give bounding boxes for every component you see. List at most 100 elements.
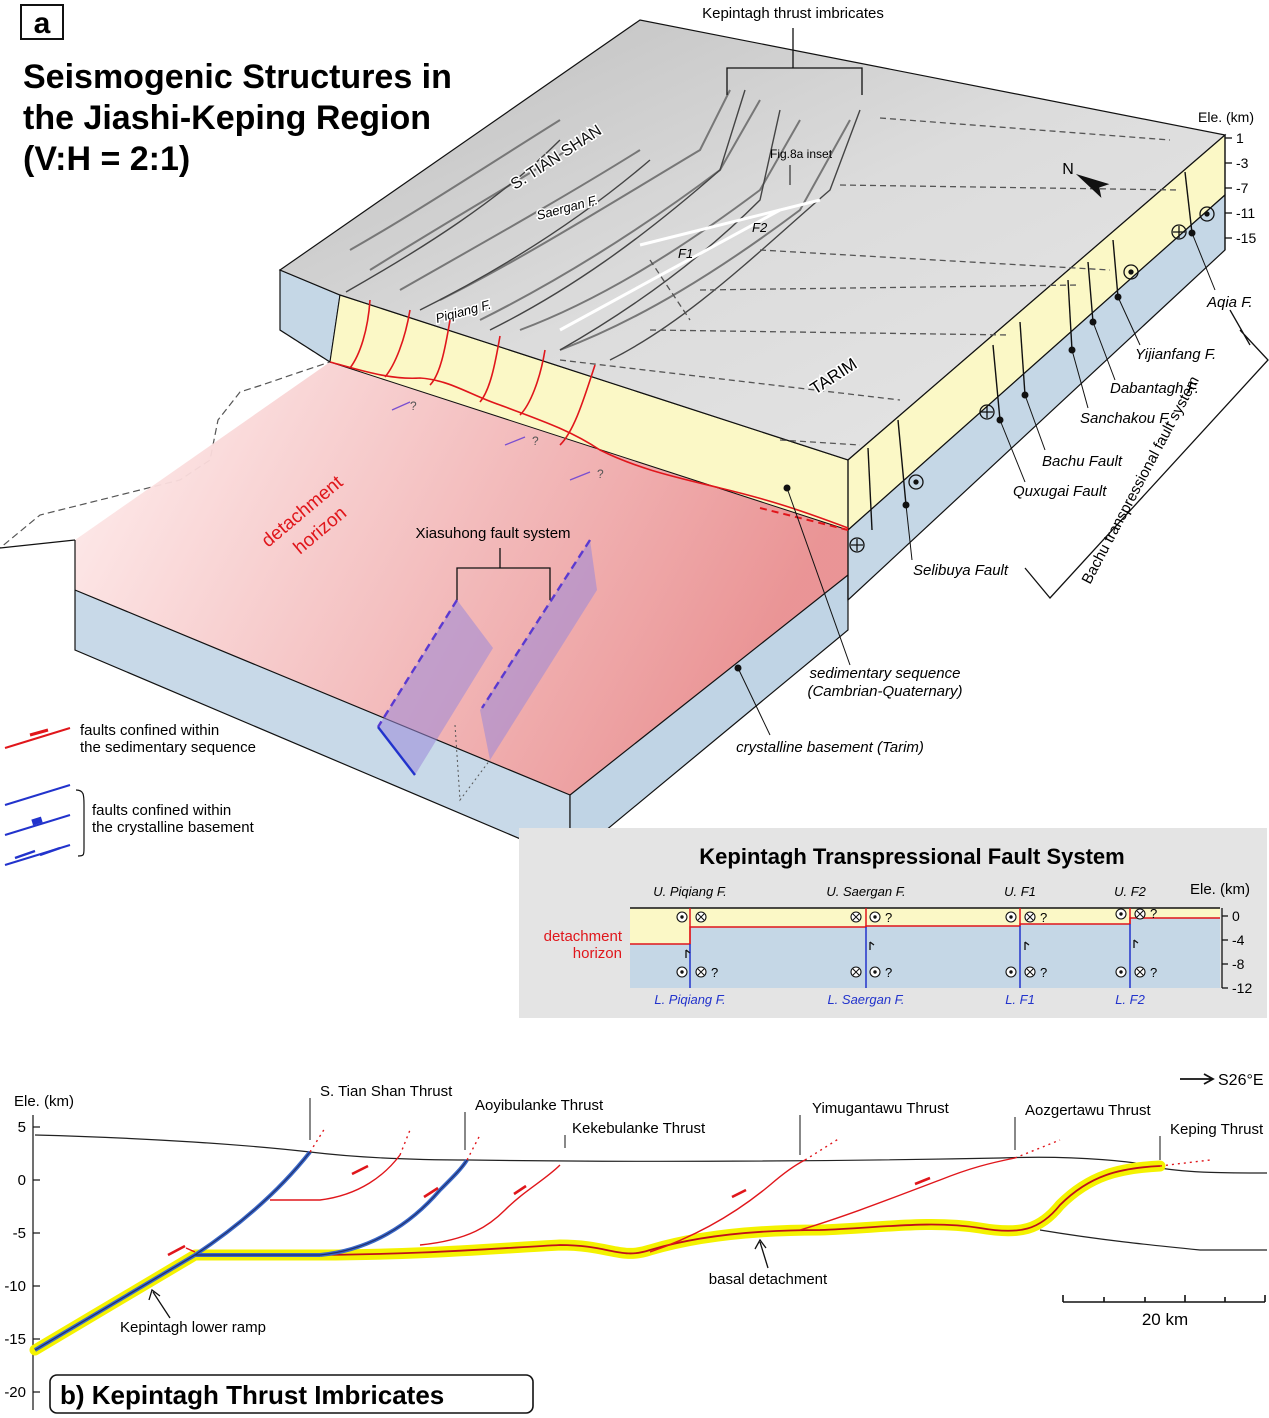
sanchakou-label: Sanchakou F. xyxy=(1080,410,1171,427)
panel-a-title-line-1: Seismogenic Structures in xyxy=(23,58,452,96)
ele-tick-3: -7 xyxy=(1236,180,1249,196)
sedimentary-label-2: (Cambrian-Quaternary) xyxy=(807,683,962,700)
f1-label: F1 xyxy=(678,246,693,261)
legend-blue-line-2: the crystalline basement xyxy=(92,819,255,836)
ele-axis-title: Ele. (km) xyxy=(1198,109,1254,125)
inset-tick-8: -8 xyxy=(1232,956,1245,972)
f2-line xyxy=(639,198,821,247)
sedimentary-leader xyxy=(786,487,851,666)
legend-red-fault-icon xyxy=(4,727,71,749)
b-tick-m10: -10 xyxy=(4,1278,26,1295)
inset-q-7: ? xyxy=(1150,965,1157,980)
bachu-fault-label: Bachu Fault xyxy=(1042,453,1123,470)
fault-pointer-dots xyxy=(734,229,1196,672)
b-detachment-red xyxy=(299,1165,1161,1256)
inset-kepintagh: Kepintagh Transpressional Fault System xyxy=(519,828,1267,1018)
b-tick-5: 5 xyxy=(18,1119,26,1136)
surface-dashed-faults xyxy=(559,117,1181,446)
detachment-q-3: ? xyxy=(597,467,604,481)
inset-tick-4: -4 xyxy=(1232,932,1245,948)
kepintagh-bracket xyxy=(726,28,863,95)
f1-line xyxy=(559,208,781,332)
xiasuhong-dashed-1 xyxy=(376,599,459,728)
inset-detachment-2: horizon xyxy=(573,945,622,962)
panel-b: Ele. (km) 5 0 -5 -10 -15 -20 xyxy=(4,1072,1268,1414)
b-thrust-label-4: Yimugantawu Thrust xyxy=(812,1100,950,1117)
panel-a-title-line-3: (V:H = 2:1) xyxy=(23,140,190,178)
b-ramp-label: Kepintagh lower ramp xyxy=(120,1319,266,1336)
ele-tick-4: -11 xyxy=(1236,205,1255,221)
panel-a-letter-box xyxy=(20,4,64,40)
strike-slip-symbols xyxy=(849,206,1215,553)
inset-upper-faults xyxy=(689,908,1131,944)
north-arrow-icon: N xyxy=(1062,161,1110,198)
xiasuhong-label: Xiasuhong fault system xyxy=(415,525,570,542)
inset-upper-label-2: U. Saergan F. xyxy=(826,884,905,899)
b-scale-label: 20 km xyxy=(1142,1310,1188,1329)
panel-a: a Seismogenic Structures in the Jiashi-K… xyxy=(0,4,1269,866)
b-title-box xyxy=(49,1374,534,1414)
inset-q-4: ? xyxy=(711,965,718,980)
detachment-plane xyxy=(75,362,848,795)
b-topography xyxy=(34,1134,1268,1174)
inset-q-2: ? xyxy=(1040,910,1047,925)
inset-tick-0: 0 xyxy=(1232,908,1240,924)
b-direction-label: S26°E xyxy=(1218,1072,1264,1089)
fig8a-inset-label: Fig.8a inset xyxy=(770,147,833,161)
kepintagh-imbricates-label: Kepintagh thrust imbricates xyxy=(702,5,884,22)
inset-q-1: ? xyxy=(885,910,892,925)
b-red-dotted-tips xyxy=(309,1127,1211,1167)
sediment-red-faults xyxy=(329,299,849,529)
bachu-faults xyxy=(867,171,1193,531)
b-ramp-leader-icon xyxy=(148,1288,171,1319)
b-basal-leader-icon xyxy=(754,1238,769,1269)
b-basal-label: basal detachment xyxy=(709,1271,828,1288)
legend-blue-fault-2-icon xyxy=(4,814,71,836)
b-tick-m15: -15 xyxy=(4,1331,26,1348)
xiasuhong-plane-2 xyxy=(480,540,597,760)
xiasuhong-dotted xyxy=(454,724,491,802)
bachu-system-bracket xyxy=(1024,309,1269,599)
xiasuhong-plane-1 xyxy=(378,600,493,775)
f2-label: F2 xyxy=(752,220,768,235)
quxugai-label: Quxugai Fault xyxy=(1013,483,1107,500)
bachu-system-label: Bachu transpressional fault system xyxy=(1079,374,1203,587)
ele-tick-1: 1 xyxy=(1236,130,1244,146)
legend: faults confined within the sedimentary s… xyxy=(4,722,256,866)
b-tick-0: 0 xyxy=(18,1172,26,1189)
b-axis-ticks xyxy=(33,1126,40,1393)
detachment-purple-marks xyxy=(391,401,591,481)
inset-dot-centers xyxy=(680,912,1123,974)
aqia-label: Aqia F. xyxy=(1206,294,1253,311)
legend-blue-strikeslip-icon xyxy=(14,846,61,860)
legend-blue-fault-1-icon xyxy=(4,784,71,806)
inset-upper-label-1: U. Piqiang F. xyxy=(653,884,726,899)
legend-red-line-1: faults confined within xyxy=(80,722,219,739)
detachment-q-1: ? xyxy=(410,399,417,413)
inset-lower-faults xyxy=(689,924,1131,988)
inset-lower-label-3: L. F1 xyxy=(1005,992,1035,1007)
north-letter-icon: N xyxy=(1062,161,1074,178)
inset-upper-label-3: U. F1 xyxy=(1004,884,1036,899)
bachu-leaders xyxy=(905,232,1216,561)
legend-red-line-2: the sedimentary sequence xyxy=(80,739,256,756)
panel-a-letter: a xyxy=(34,7,51,40)
ele-tick-2: -3 xyxy=(1236,155,1249,171)
inset-tick-12: -12 xyxy=(1232,980,1252,996)
crystalline-leader xyxy=(737,667,771,736)
selibuya-label: Selibuya Fault xyxy=(913,562,1009,579)
inset-lower-label-2: L. Saergan F. xyxy=(827,992,904,1007)
inset-detachment-1: detachment xyxy=(544,928,623,945)
inset-ele-title: Ele. (km) xyxy=(1190,881,1250,898)
legend-blue-line-1: faults confined within xyxy=(92,802,231,819)
b-direction-arrow-icon xyxy=(1180,1073,1215,1085)
inset-axis-ticks xyxy=(1222,915,1228,989)
inset-title: Kepintagh Transpressional Fault System xyxy=(699,844,1124,869)
b-tick-m20: -20 xyxy=(4,1384,26,1401)
inset-q-6: ? xyxy=(1040,965,1047,980)
b-thrust-label-1: S. Tian Shan Thrust xyxy=(320,1083,453,1100)
legend-brace xyxy=(75,789,85,857)
b-title: b) Kepintagh Thrust Imbricates xyxy=(60,1380,444,1410)
b-ele-title: Ele. (km) xyxy=(14,1093,74,1110)
